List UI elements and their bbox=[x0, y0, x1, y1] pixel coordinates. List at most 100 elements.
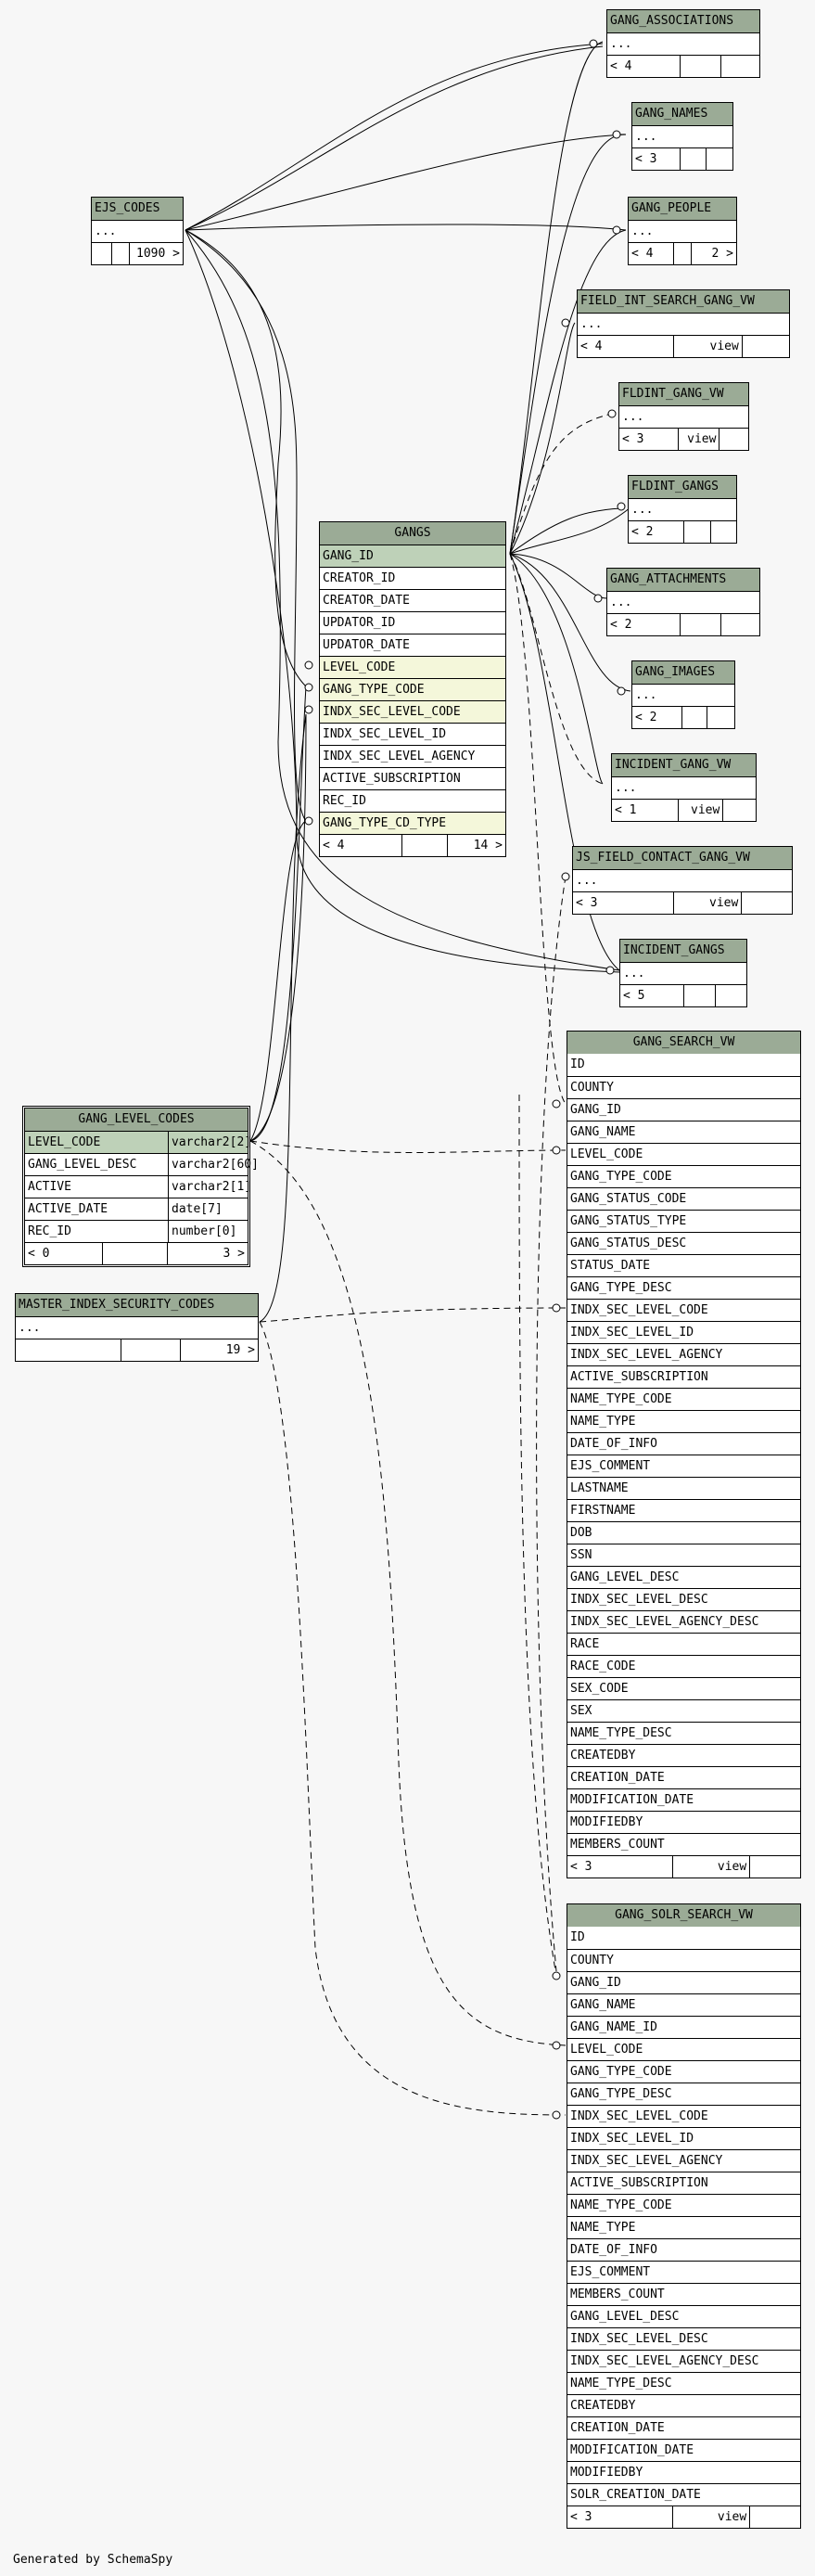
table-footer: < 3 view bbox=[573, 891, 792, 915]
table-row: FIRSTNAME bbox=[567, 1499, 800, 1521]
table-row: CREATOR_DATE bbox=[320, 589, 505, 611]
table-row: STATUS_DATE bbox=[567, 1254, 800, 1276]
table-row: INDX_SEC_LEVEL_ID bbox=[567, 1321, 800, 1343]
table-row: INDX_SEC_LEVEL_ID bbox=[320, 723, 505, 745]
table-master-index-security-codes[interactable]: MASTER_INDEX_SECURITY_CODES ... 19 > bbox=[15, 1293, 259, 1362]
table-footer: < 5 bbox=[620, 984, 746, 1007]
table-row: ID bbox=[570, 1930, 585, 1944]
table-row: ... bbox=[92, 220, 183, 242]
table-row: CREATEDBY bbox=[567, 2394, 800, 2416]
table-row: COUNTY bbox=[567, 1949, 800, 1971]
table-row: GANG_TYPE_CODE bbox=[320, 678, 505, 700]
table-row: CREATEDBY bbox=[567, 1744, 800, 1766]
table-row: MEMBERS_COUNT bbox=[567, 1833, 800, 1855]
table-gang-level-codes[interactable]: GANG_LEVEL_CODES LEVEL_CODE varchar2[2] … bbox=[22, 1106, 259, 1267]
table-footer: < 2 bbox=[629, 520, 736, 544]
table-row: GANG_ID bbox=[567, 1971, 800, 1993]
table-header[interactable]: GANG_SEARCH_VW bbox=[567, 1032, 800, 1054]
table-header[interactable]: INCIDENT_GANG_VW bbox=[612, 754, 756, 776]
table-row: RACE_CODE bbox=[567, 1655, 800, 1677]
table-row: LEVEL_CODE varchar2[2] bbox=[25, 1131, 251, 1153]
table-gang-attachments[interactable]: GANG_ATTACHMENTS ... < 2 bbox=[606, 568, 760, 636]
table-header[interactable]: GANG_IMAGES bbox=[632, 661, 734, 684]
table-header[interactable]: GANG_SOLR_SEARCH_VW bbox=[567, 1904, 800, 1927]
table-row: GANG_NAME_ID bbox=[567, 2016, 800, 2038]
table-row: ... bbox=[612, 776, 756, 799]
table-row: GANG_TYPE_CODE bbox=[567, 2060, 800, 2083]
table-row: GANG_ID bbox=[567, 1098, 800, 1121]
table-row: GANG_NAME bbox=[567, 1121, 800, 1143]
table-header[interactable]: MASTER_INDEX_SECURITY_CODES bbox=[16, 1294, 258, 1316]
table-row: UPDATOR_DATE bbox=[320, 634, 505, 656]
table-row: MODIFICATION_DATE bbox=[567, 2439, 800, 2461]
table-row: ... bbox=[629, 498, 736, 520]
table-row: GANG_STATUS_TYPE bbox=[567, 1210, 800, 1232]
table-row: MODIFIEDBY bbox=[567, 1811, 800, 1833]
table-incident-gangs[interactable]: INCIDENT_GANGS ... < 5 bbox=[619, 939, 747, 1007]
table-row: LEVEL_CODE bbox=[320, 656, 505, 678]
table-header[interactable]: FLDINT_GANGS bbox=[629, 476, 736, 498]
table-row: GANG_STATUS_CODE bbox=[567, 1187, 800, 1210]
table-gang-people[interactable]: GANG_PEOPLE ... < 4 2 > bbox=[628, 197, 737, 265]
table-row: GANG_TYPE_DESC bbox=[567, 1276, 800, 1299]
table-row: ACTIVE_SUBSCRIPTION bbox=[567, 2172, 800, 2194]
table-fldint-gang-vw[interactable]: FLDINT_GANG_VW ... < 3 view bbox=[618, 382, 749, 451]
table-footer: < 3 view bbox=[567, 1855, 800, 1878]
table-footer: 1090 > bbox=[92, 242, 183, 265]
table-footer: < 2 bbox=[607, 613, 759, 636]
table-row: INDX_SEC_LEVEL_DESC bbox=[567, 2327, 800, 2350]
table-row: ... bbox=[620, 962, 746, 984]
table-row: UPDATOR_ID bbox=[320, 611, 505, 634]
table-footer: < 2 bbox=[632, 706, 734, 729]
table-row: RACE bbox=[567, 1633, 800, 1655]
table-row: ... bbox=[619, 405, 748, 428]
table-footer: < 4 view bbox=[578, 335, 789, 358]
table-header[interactable]: GANG_ASSOCIATIONS bbox=[607, 10, 759, 32]
table-header[interactable]: FIELD_INT_SEARCH_GANG_VW bbox=[578, 290, 789, 313]
table-incident-gang-vw[interactable]: INCIDENT_GANG_VW ... < 1 view bbox=[611, 753, 757, 822]
table-header[interactable]: GANG_NAMES bbox=[632, 103, 732, 125]
table-row: GANG_LEVEL_DESC bbox=[567, 2305, 800, 2327]
table-gangs[interactable]: GANGS GANG_ID CREATOR_ID CREATOR_DATE UP… bbox=[319, 521, 506, 857]
table-row: INDX_SEC_LEVEL_CODE bbox=[567, 1299, 800, 1321]
table-row: NAME_TYPE bbox=[567, 2216, 800, 2238]
table-gang-names[interactable]: GANG_NAMES ... < 3 bbox=[631, 102, 733, 171]
table-row: INDX_SEC_LEVEL_AGENCY bbox=[567, 1343, 800, 1365]
table-row: INDX_SEC_LEVEL_AGENCY_DESC bbox=[567, 2350, 800, 2372]
table-js-field-contact-gang-vw[interactable]: JS_FIELD_CONTACT_GANG_VW ... < 3 view bbox=[572, 846, 793, 915]
table-header[interactable]: JS_FIELD_CONTACT_GANG_VW bbox=[573, 847, 792, 869]
table-header[interactable]: FLDINT_GANG_VW bbox=[619, 383, 748, 405]
table-row: SOLR_CREATION_DATE bbox=[567, 2483, 800, 2506]
table-gang-images[interactable]: GANG_IMAGES ... < 2 bbox=[631, 660, 735, 729]
table-footer: 19 > bbox=[16, 1339, 258, 1362]
table-header[interactable]: GANG_ATTACHMENTS bbox=[607, 569, 759, 591]
table-header[interactable]: INCIDENT_GANGS bbox=[620, 940, 746, 962]
table-row: EJS_COMMENT bbox=[567, 1455, 800, 1477]
table-row: ACTIVE_SUBSCRIPTION bbox=[320, 767, 505, 789]
table-footer: < 4 bbox=[607, 55, 759, 78]
table-row: INDX_SEC_LEVEL_AGENCY bbox=[567, 2149, 800, 2172]
table-row: INDX_SEC_LEVEL_DESC bbox=[567, 1588, 800, 1610]
table-row: NAME_TYPE_CODE bbox=[567, 2194, 800, 2216]
table-row: INDX_SEC_LEVEL_CODE bbox=[567, 2105, 800, 2127]
table-header[interactable]: GANG_PEOPLE bbox=[629, 198, 736, 220]
table-header[interactable]: EJS_CODES bbox=[92, 198, 183, 220]
table-field-int-search-gang-vw[interactable]: FIELD_INT_SEARCH_GANG_VW ... < 4 view bbox=[577, 289, 790, 358]
generated-by-text: Generated by SchemaSpy bbox=[13, 2553, 173, 2567]
table-footer: < 3 view bbox=[619, 428, 748, 451]
table-gang-associations[interactable]: GANG_ASSOCIATIONS ... < 4 bbox=[606, 9, 760, 78]
table-row: REC_ID number[0] bbox=[25, 1220, 248, 1242]
table-row: ... bbox=[629, 220, 736, 242]
table-row: GANG_TYPE_CODE bbox=[567, 1165, 800, 1187]
table-row: MODIFICATION_DATE bbox=[567, 1788, 800, 1811]
table-footer: < 0 3 > bbox=[25, 1242, 248, 1265]
table-header[interactable]: GANGS bbox=[320, 522, 505, 545]
table-row: NAME_TYPE_CODE bbox=[567, 1388, 800, 1410]
table-fldint-gangs[interactable]: FLDINT_GANGS ... < 2 bbox=[628, 475, 737, 544]
table-footer: < 4 2 > bbox=[629, 242, 736, 265]
table-ejs-codes[interactable]: EJS_CODES ... 1090 > bbox=[91, 197, 184, 265]
table-header[interactable]: GANG_LEVEL_CODES bbox=[25, 1109, 248, 1131]
